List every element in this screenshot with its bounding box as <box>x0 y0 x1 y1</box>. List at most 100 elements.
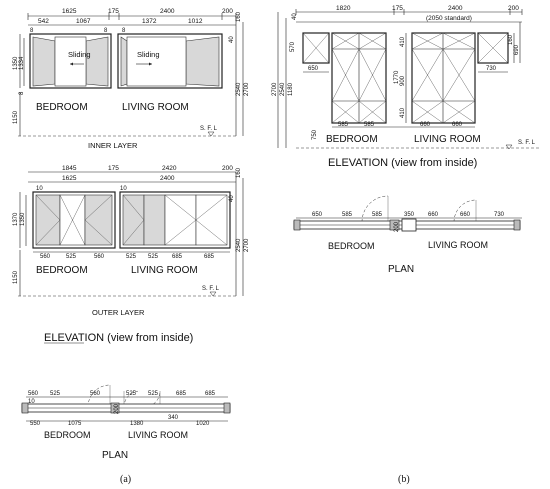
bedroom-label: BEDROOM <box>44 430 91 440</box>
dim-585: 585 <box>342 212 353 218</box>
dim-40: 40 <box>229 195 235 202</box>
plan-title: PLAN <box>388 264 414 275</box>
dim-525: 525 <box>66 254 77 260</box>
dim-900: 900 <box>400 75 406 86</box>
arrow-right-icon <box>149 62 152 66</box>
dim-200: 200 <box>394 221 400 232</box>
dim-525: 525 <box>148 254 159 260</box>
dim-560: 560 <box>90 391 101 397</box>
plan-b: 650 585 585 350 660 660 730 200 BEDROOM … <box>293 195 522 485</box>
layer-label: OUTER LAYER <box>92 308 145 317</box>
arrow-left-icon <box>70 62 73 66</box>
dim-2540: 2540 <box>280 82 286 96</box>
dim-175: 175 <box>108 8 119 15</box>
level-marker-icon <box>207 131 215 137</box>
dim-685: 685 <box>204 254 215 260</box>
dim-160: 160 <box>508 34 514 45</box>
bedroom-side-window <box>302 32 330 64</box>
living-room-label: LIVING ROOM <box>128 430 188 440</box>
dim-40: 40 <box>292 13 298 20</box>
dim-1370: 1370 <box>13 212 19 226</box>
dim-650: 650 <box>308 66 319 72</box>
sliding-label: Sliding <box>68 50 91 59</box>
living-room-label: LIVING ROOM <box>122 102 189 113</box>
level-marker-icon <box>209 291 217 297</box>
dim-560: 560 <box>40 254 51 260</box>
dim-175: 175 <box>392 5 403 12</box>
dim-10: 10 <box>28 399 35 405</box>
dim-2700: 2700 <box>272 82 278 96</box>
dim-2400: 2400 <box>448 5 463 12</box>
dim-410: 410 <box>400 36 406 47</box>
living-room-label: LIVING ROOM <box>428 240 488 250</box>
sfl-label: S. F. L <box>518 140 536 146</box>
dim-560: 560 <box>94 254 105 260</box>
dim-200: 200 <box>222 8 233 15</box>
outer-layer-elevation: 1845 175 2420 200 1625 2400 10 10 560 52… <box>13 165 250 344</box>
dim-1350: 1350 <box>20 212 26 226</box>
dim-2700: 2700 <box>244 82 250 96</box>
dim-560: 560 <box>28 391 39 397</box>
elevation-title: ELEVATION (view from inside) <box>44 332 193 344</box>
dim-525: 525 <box>50 391 61 397</box>
dim-660: 660 <box>460 212 471 218</box>
dim-525: 525 <box>126 391 137 397</box>
dim-1150: 1150 <box>13 270 19 284</box>
bedroom-label: BEDROOM <box>328 241 375 251</box>
dim-1845: 1845 <box>62 165 77 172</box>
dim-660: 660 <box>452 122 463 128</box>
bedroom-label: BEDROOM <box>326 134 378 145</box>
dim-2540: 2540 <box>236 82 242 96</box>
standard-label: (2050 standard) <box>426 15 472 22</box>
dim-175: 175 <box>108 165 119 172</box>
living-room-label: LIVING ROOM <box>131 265 198 276</box>
elevation-title: ELEVATION (view from inside) <box>328 157 477 169</box>
dim-40: 40 <box>229 36 235 43</box>
dim-2400: 2400 <box>160 175 175 182</box>
dim-730: 730 <box>486 66 497 72</box>
dim-1334: 1334 <box>19 56 25 70</box>
dim-1770: 1770 <box>394 70 400 84</box>
dim-1372: 1372 <box>142 18 157 25</box>
dim-200: 200 <box>114 403 120 414</box>
dim-8: 8 <box>19 91 25 95</box>
dim-200: 200 <box>508 5 519 12</box>
dim-350: 350 <box>404 212 415 218</box>
dim-1820: 1820 <box>336 5 351 12</box>
inner-layer-elevation: 1625 175 2400 200 542 1067 1372 1012 8 8… <box>13 8 250 150</box>
dim-1012: 1012 <box>188 18 203 25</box>
bedroom-window-frame <box>29 33 112 89</box>
dim-8: 8 <box>30 28 34 34</box>
dim-2400: 2400 <box>160 8 175 15</box>
caption-b: (b) <box>398 474 410 485</box>
dim-340: 340 <box>168 415 179 421</box>
dim-730: 730 <box>494 212 505 218</box>
dim-200: 200 <box>222 165 233 172</box>
living-side-window <box>477 32 509 64</box>
dim-160: 160 <box>236 167 242 178</box>
level-marker-icon <box>505 144 513 150</box>
dim-1067: 1067 <box>76 18 91 25</box>
caption-a: (a) <box>120 474 131 485</box>
dim-585: 585 <box>338 122 349 128</box>
dim-650: 650 <box>312 212 323 218</box>
bedroom-label: BEDROOM <box>36 102 88 113</box>
living-outer-frame <box>119 191 231 249</box>
dim-570: 570 <box>290 41 296 52</box>
dim-660: 660 <box>420 122 431 128</box>
dim-2540: 2540 <box>236 238 242 252</box>
sfl-label: S. F. L <box>200 126 218 132</box>
dim-525: 525 <box>148 391 159 397</box>
dim-1150: 1150 <box>13 110 19 124</box>
dim-8: 8 <box>122 28 126 34</box>
bedroom-label: BEDROOM <box>36 265 88 276</box>
dim-1380: 1380 <box>130 421 144 427</box>
dim-550: 550 <box>30 421 41 427</box>
dim-160: 160 <box>236 11 242 22</box>
dim-585: 585 <box>364 122 375 128</box>
sliding-label: Sliding <box>137 50 160 59</box>
dim-1020: 1020 <box>196 421 210 427</box>
elevation-b: 1820 175 2400 200 (2050 standard) 40 <box>272 5 540 169</box>
living-room-label: LIVING ROOM <box>414 134 481 145</box>
